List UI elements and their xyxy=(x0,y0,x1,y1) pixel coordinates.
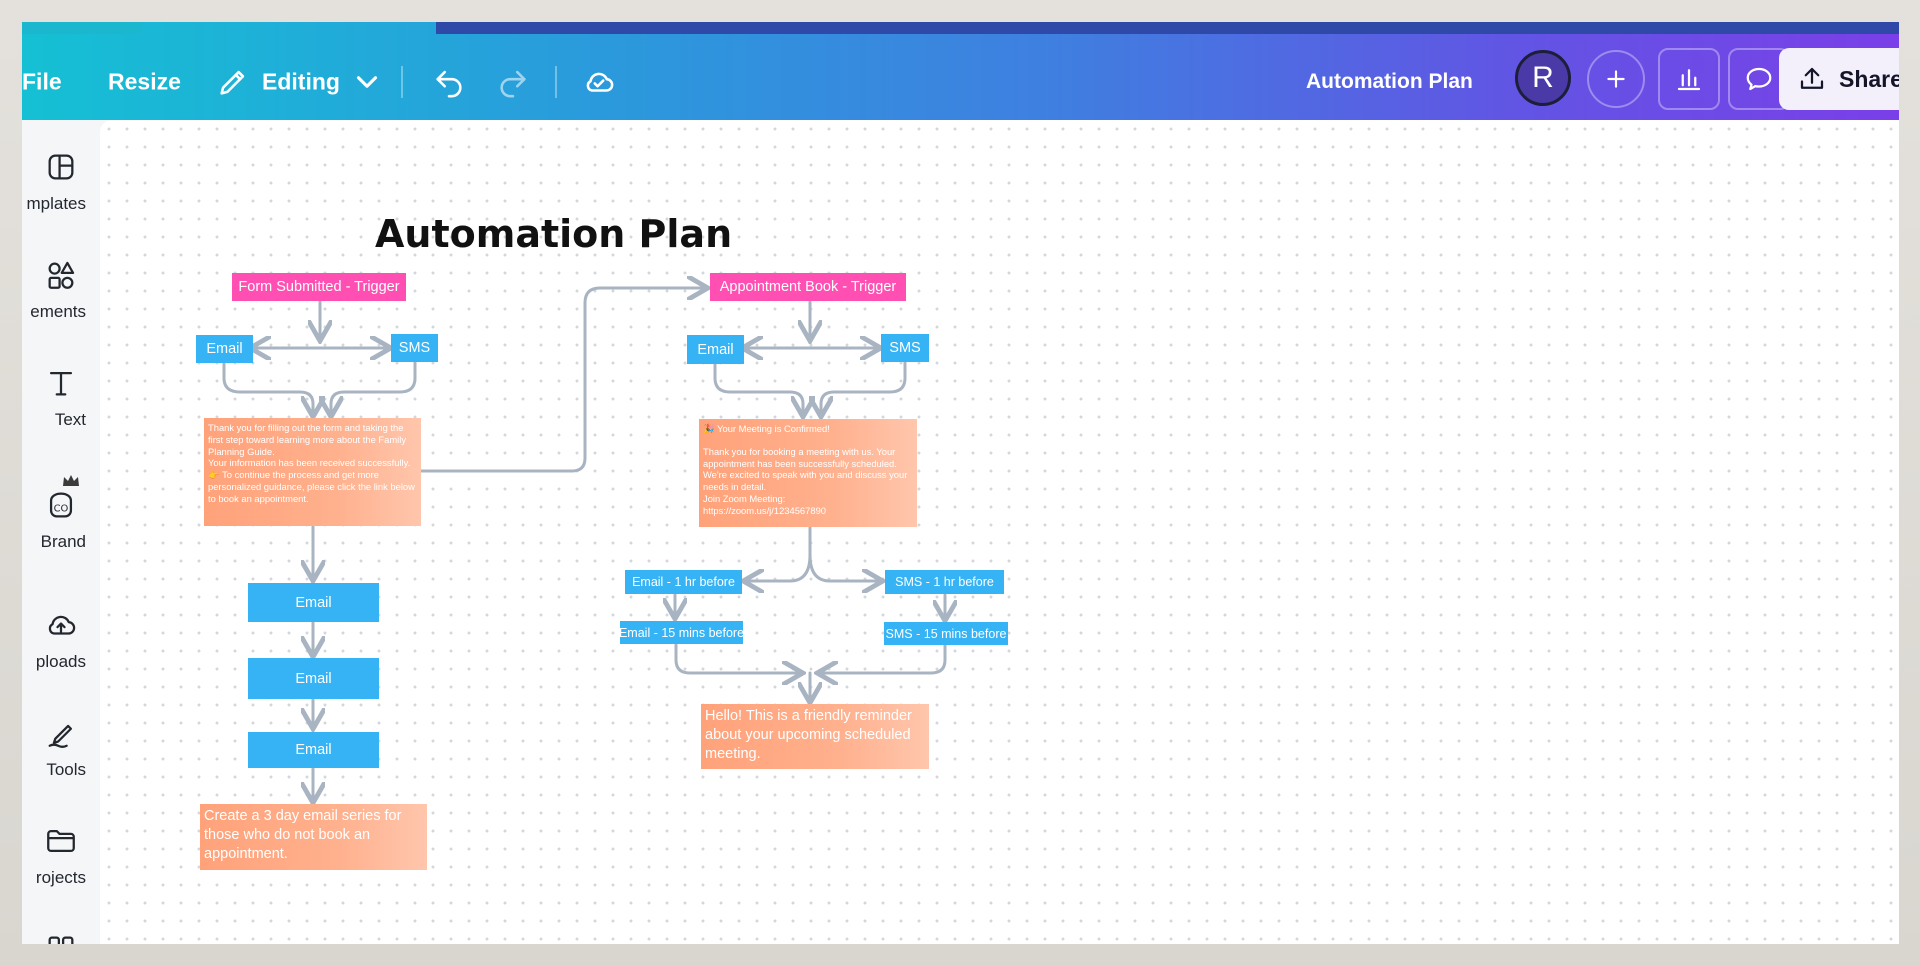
document-title[interactable]: Automation Plan xyxy=(1306,70,1473,93)
toolbar-divider xyxy=(555,66,557,98)
bar-chart-icon xyxy=(1677,69,1701,91)
flow1-email-node[interactable]: Email xyxy=(196,335,253,363)
message-line: Join Zoom Meeting: xyxy=(703,492,786,504)
sidebar-item-label: Tools xyxy=(46,760,86,779)
apps-icon xyxy=(44,932,78,944)
form-submitted-trigger[interactable]: Form Submitted - Trigger xyxy=(232,273,406,301)
email-series-note[interactable]: Create a 3 day email series for those wh… xyxy=(200,804,427,870)
sidebar-item-label: mplates xyxy=(26,194,86,213)
message-line: 🎉 Your Meeting is Confirmed! xyxy=(703,423,830,434)
projects-icon xyxy=(44,824,78,858)
elements-icon xyxy=(44,258,78,292)
add-collaborator-button[interactable] xyxy=(1587,50,1645,108)
sidebar-item-label: Brand xyxy=(40,532,86,551)
plus-icon xyxy=(1607,70,1625,88)
sms-1hr-before-node[interactable]: SMS - 1 hr before xyxy=(885,570,1004,594)
resize-button[interactable]: Resize xyxy=(108,68,181,95)
sidebar-item-label: rojects xyxy=(35,868,86,887)
chevron-down-icon[interactable] xyxy=(350,65,378,99)
email-15min-before-node[interactable]: Email - 15 mins before xyxy=(619,621,744,644)
page-title[interactable]: Automation Plan xyxy=(375,212,733,256)
email-series-node-1[interactable]: Email xyxy=(248,583,379,622)
message-line: https://zoom.us/j/1234567890 xyxy=(703,504,827,516)
email-series-node-2[interactable]: Email xyxy=(248,658,379,699)
message-line xyxy=(703,435,913,446)
text-icon xyxy=(44,366,78,400)
flow2-meeting-confirmed-message[interactable]: 🎉 Your Meeting is Confirmed! Thank you f… xyxy=(699,419,917,527)
crown-icon xyxy=(62,474,80,488)
flow2-sms-node[interactable]: SMS xyxy=(881,334,929,362)
top-toolbar: File Resize Editing Automation Plan R xyxy=(22,22,1899,120)
message-line: Your information has been received succe… xyxy=(208,457,411,469)
message-line: Thank you for filling out the form and t… xyxy=(208,422,407,457)
brand-icon: CO xyxy=(44,488,78,522)
pencil-icon[interactable] xyxy=(216,65,250,99)
email-series-node-3[interactable]: Email xyxy=(248,732,379,768)
redo-icon[interactable] xyxy=(496,65,530,99)
tools-icon xyxy=(44,716,78,750)
flow1-sms-node[interactable]: SMS xyxy=(391,334,438,362)
editing-mode-button[interactable]: Editing xyxy=(262,68,340,95)
undo-icon[interactable] xyxy=(432,65,466,99)
appointment-book-trigger[interactable]: Appointment Book - Trigger xyxy=(710,273,906,301)
message-line: 👉 To continue the process and get more p… xyxy=(208,469,415,504)
insights-button[interactable] xyxy=(1658,48,1720,110)
design-canvas[interactable] xyxy=(100,120,1899,944)
toolbar-divider xyxy=(401,66,403,98)
share-label: Share xyxy=(1839,65,1899,92)
top-strip-right xyxy=(436,22,1899,34)
sidebar-item-label: ements xyxy=(30,302,86,321)
app-frame: File Resize Editing Automation Plan R xyxy=(22,22,1899,944)
share-button[interactable]: Share xyxy=(1779,48,1899,110)
flow2-email-node[interactable]: Email xyxy=(687,335,744,364)
sidebar-item-label: Text xyxy=(54,410,86,429)
sidebar-item-label: ploads xyxy=(35,652,86,671)
upload-share-icon xyxy=(1800,67,1824,89)
friendly-reminder-message[interactable]: Hello! This is a friendly reminder about… xyxy=(701,704,929,769)
top-strip-left xyxy=(22,22,142,34)
avatar[interactable]: R xyxy=(1515,50,1571,106)
templates-icon xyxy=(44,150,78,184)
top-strip xyxy=(22,22,1899,34)
left-sidebar: mplates ements Text CO Brand xyxy=(22,120,100,944)
comment-icon xyxy=(1746,67,1772,91)
file-menu-button[interactable]: File xyxy=(22,68,62,95)
sms-15min-before-node[interactable]: SMS - 15 mins before xyxy=(884,622,1008,645)
flow1-confirmation-message[interactable]: Thank you for filling out the form and t… xyxy=(204,418,421,526)
svg-text:CO: CO xyxy=(54,503,69,514)
cloud-saved-icon[interactable] xyxy=(582,65,616,99)
message-line: Thank you for booking a meeting with us.… xyxy=(703,445,908,492)
email-1hr-before-node[interactable]: Email - 1 hr before xyxy=(625,570,742,594)
uploads-icon xyxy=(44,608,78,642)
